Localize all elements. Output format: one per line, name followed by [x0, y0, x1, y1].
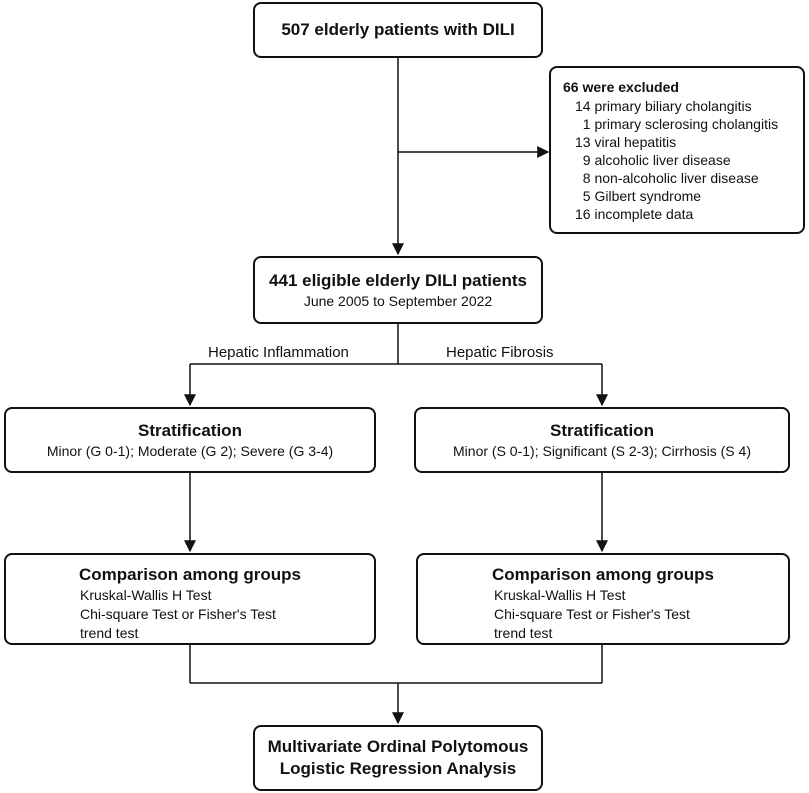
- list-item: 1 primary sclerosing cholangitis: [575, 116, 779, 132]
- list-item: 16 incomplete data: [575, 206, 694, 222]
- compare-left-line: Kruskal-Wallis H Test: [80, 587, 212, 603]
- final-box-line2: Logistic Regression Analysis: [279, 759, 517, 778]
- branch-label-right: Hepatic Fibrosis: [446, 344, 554, 361]
- compare-left-box: Comparison among groups Kruskal-Wallis H…: [4, 553, 376, 645]
- top-box: 507 elderly patients with DILI: [253, 2, 543, 58]
- strat-right-box: Stratification Minor (S 0-1); Significan…: [414, 407, 790, 473]
- compare-right-line: trend test: [494, 625, 553, 641]
- branch-label-left: Hepatic Inflammation: [208, 344, 349, 361]
- eligible-box: 441 eligible elderly DILI patients June …: [253, 256, 543, 324]
- list-item: 14 primary biliary cholangitis: [575, 98, 752, 114]
- final-box-line1: Multivariate Ordinal Polytomous: [267, 737, 529, 756]
- strat-right-title: Stratification: [550, 420, 654, 440]
- compare-left-line: trend test: [80, 625, 139, 641]
- compare-right-line: Kruskal-Wallis H Test: [494, 587, 626, 603]
- eligible-box-subtitle: June 2005 to September 2022: [303, 292, 493, 309]
- list-item: 5 Gilbert syndrome: [575, 188, 702, 204]
- compare-right-box: Comparison among groups Kruskal-Wallis H…: [416, 553, 790, 645]
- excluded-list: 14 primary biliary cholangitis 1 primary…: [563, 97, 793, 223]
- strat-left-box: Stratification Minor (G 0-1); Moderate (…: [4, 407, 376, 473]
- excluded-box: 66 were excluded 14 primary biliary chol…: [549, 66, 805, 234]
- compare-right-title: Comparison among groups: [492, 565, 714, 584]
- list-item: 9 alcoholic liver disease: [575, 152, 731, 168]
- compare-left-line: Chi-square Test or Fisher's Test: [80, 606, 276, 622]
- compare-right-line: Chi-square Test or Fisher's Test: [494, 606, 690, 622]
- excluded-box-title: 66 were excluded: [563, 79, 679, 95]
- strat-left-title: Stratification: [138, 420, 242, 440]
- compare-left-title: Comparison among groups: [79, 565, 301, 584]
- list-item: 8 non-alcoholic liver disease: [575, 170, 759, 186]
- strat-left-subtitle: Minor (G 0-1); Moderate (G 2); Severe (G…: [46, 442, 334, 459]
- top-box-title: 507 elderly patients with DILI: [281, 20, 515, 39]
- eligible-box-title: 441 eligible elderly DILI patients: [269, 270, 527, 290]
- strat-right-subtitle: Minor (S 0-1); Significant (S 2-3); Cirr…: [453, 442, 751, 459]
- final-box: Multivariate Ordinal Polytomous Logistic…: [253, 725, 543, 791]
- list-item: 13 viral hepatitis: [575, 134, 677, 150]
